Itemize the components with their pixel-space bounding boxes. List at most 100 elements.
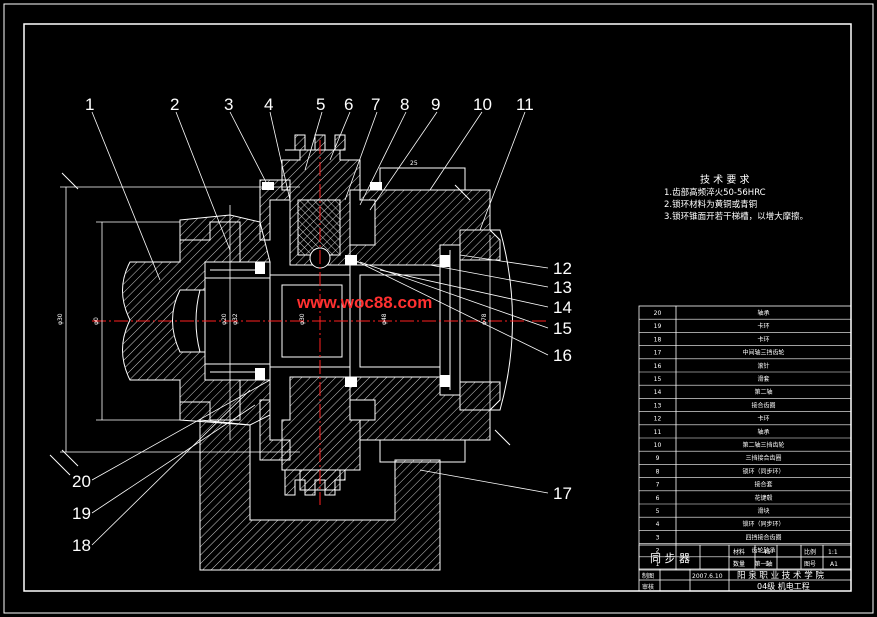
callout-18: 18 bbox=[72, 536, 91, 555]
parts-row: 9 三挡接合齿圈 bbox=[656, 454, 782, 462]
qty-value: 1 bbox=[765, 561, 769, 568]
dim-shaft-1: φ20 bbox=[221, 313, 228, 325]
callout-17: 17 bbox=[553, 484, 572, 503]
parts-row-no: 3 bbox=[656, 534, 660, 541]
tech-req-item-1: 1.齿部高频淬火50-56HRC bbox=[664, 187, 766, 198]
parts-row-no: 8 bbox=[656, 468, 660, 475]
parts-row-no: 10 bbox=[654, 442, 662, 449]
parts-row-name: 滑块 bbox=[757, 507, 769, 515]
callout-5: 5 bbox=[316, 95, 325, 114]
dim-left-outer: φ30 bbox=[57, 313, 64, 325]
parts-row-name: 四挡接合齿圈 bbox=[745, 533, 781, 541]
dim-shaft-3: φ48 bbox=[381, 313, 388, 325]
dim-25: 25 bbox=[410, 160, 418, 167]
parts-row-no: 9 bbox=[656, 455, 660, 462]
assembly-section: 25 φ30 φ0 φ20 φ32 φ30 φ48 φ78 bbox=[49, 95, 572, 571]
callout-6: 6 bbox=[344, 95, 353, 114]
parts-row: 3 四挡接合齿圈 bbox=[656, 533, 782, 541]
callout-11: 11 bbox=[516, 95, 534, 114]
parts-row-name: 三挡接合齿圈 bbox=[745, 454, 781, 462]
parts-row-no: 4 bbox=[656, 521, 660, 528]
dim-right: φ78 bbox=[481, 313, 488, 325]
parts-row-name: 第一轴 bbox=[754, 560, 772, 568]
countershaft-third-gear bbox=[199, 419, 441, 571]
parts-row-no: 15 bbox=[654, 376, 662, 383]
parts-row-no: 7 bbox=[656, 482, 660, 489]
parts-row-name: 轴承 bbox=[757, 428, 769, 436]
parts-row-no: 1 bbox=[656, 561, 660, 568]
title-block-text: 同 步 器 材料 45 比例 1:1 数量 1 图号 A1 制图 2007.6.… bbox=[642, 548, 838, 591]
checked-label: 审核 bbox=[642, 583, 654, 591]
parts-row-name: 接合套 bbox=[754, 481, 772, 489]
parts-row-no: 19 bbox=[654, 323, 662, 330]
parts-row-name: 卡环 bbox=[757, 322, 769, 330]
bearing-right bbox=[459, 229, 513, 411]
drawing-name: 同 步 器 bbox=[650, 552, 690, 565]
parts-row: 8 锁环（同步环） bbox=[656, 467, 785, 475]
parts-row-name: 中间轴三挡齿轮 bbox=[742, 349, 784, 357]
parts-row: 17 中间轴三挡齿轮 bbox=[654, 349, 785, 357]
parts-row-name: 花键毂 bbox=[754, 494, 772, 502]
callout-15: 15 bbox=[553, 319, 572, 338]
callout-14: 14 bbox=[553, 298, 572, 317]
drawn-date: 2007.6.10 bbox=[692, 573, 723, 580]
parts-row-name: 接合齿圈 bbox=[751, 401, 775, 409]
parts-row-name: 齿轮轴承 bbox=[751, 547, 775, 555]
parts-row-name: 第二轴 bbox=[754, 388, 772, 396]
callout-12: 12 bbox=[553, 259, 572, 278]
watermark: www.woc88.com bbox=[296, 293, 432, 312]
callout-9: 9 bbox=[431, 95, 440, 114]
qty-label: 数量 bbox=[733, 560, 745, 568]
scale-label: 比例 bbox=[804, 548, 816, 556]
tech-req-item-2: 2.锁环材料为黄铜或青铜 bbox=[664, 199, 757, 210]
parts-row: 18 卡环 bbox=[654, 335, 770, 343]
parts-row-no: 17 bbox=[654, 350, 662, 357]
callout-3: 3 bbox=[224, 95, 233, 114]
drawing-no-value: A1 bbox=[830, 561, 838, 568]
parts-row: 4 锁环（同步环） bbox=[656, 520, 785, 528]
parts-row: 2 齿轮轴承 bbox=[656, 547, 776, 555]
parts-row-no: 14 bbox=[654, 389, 662, 396]
parts-row-no: 18 bbox=[654, 336, 662, 343]
parts-row-no: 5 bbox=[656, 508, 660, 515]
material-value: 45 bbox=[763, 549, 771, 556]
dim-hub: φ30 bbox=[299, 313, 306, 325]
scale-value: 1:1 bbox=[828, 549, 838, 556]
parts-row-no: 16 bbox=[654, 363, 662, 370]
drawn-label: 制图 bbox=[642, 572, 654, 580]
outer-frame bbox=[3, 3, 874, 614]
parts-row: 5 滑块 bbox=[656, 507, 770, 515]
parts-row-no: 6 bbox=[656, 495, 660, 502]
callout-1: 1 bbox=[85, 95, 94, 114]
parts-row: 15 滑套 bbox=[654, 375, 770, 383]
parts-row: 19 卡环 bbox=[654, 322, 770, 330]
school-name: 阳 泉 职 业 技 术 学 院 bbox=[737, 570, 824, 581]
parts-row-no: 12 bbox=[654, 416, 662, 423]
parts-row-name: 滑套 bbox=[757, 375, 769, 383]
class-name: 04级 机电工程 bbox=[757, 581, 810, 591]
parts-row: 7 接合套 bbox=[656, 481, 773, 489]
parts-row-name: 轴承 bbox=[757, 309, 769, 317]
dim-shaft-2: φ32 bbox=[232, 313, 239, 325]
parts-row-name: 锁环（同步环） bbox=[742, 467, 784, 475]
callout-10: 10 bbox=[473, 95, 492, 114]
callout-4: 4 bbox=[264, 95, 273, 114]
callout-20: 20 bbox=[72, 472, 91, 491]
dim-left-inner: φ0 bbox=[93, 317, 100, 325]
title-block bbox=[638, 544, 852, 592]
parts-row-name: 滚针 bbox=[757, 362, 769, 370]
parts-row: 14 第二轴 bbox=[654, 388, 773, 396]
parts-row-name: 锁环（同步环） bbox=[742, 520, 784, 528]
parts-row-no: 2 bbox=[656, 548, 660, 555]
callout-2: 2 bbox=[170, 95, 179, 114]
parts-row: 6 花键毂 bbox=[656, 494, 773, 502]
parts-row: 16 滚针 bbox=[654, 362, 770, 370]
parts-row-name: 卡环 bbox=[757, 335, 769, 343]
drawing-no-label: 图号 bbox=[804, 561, 816, 568]
